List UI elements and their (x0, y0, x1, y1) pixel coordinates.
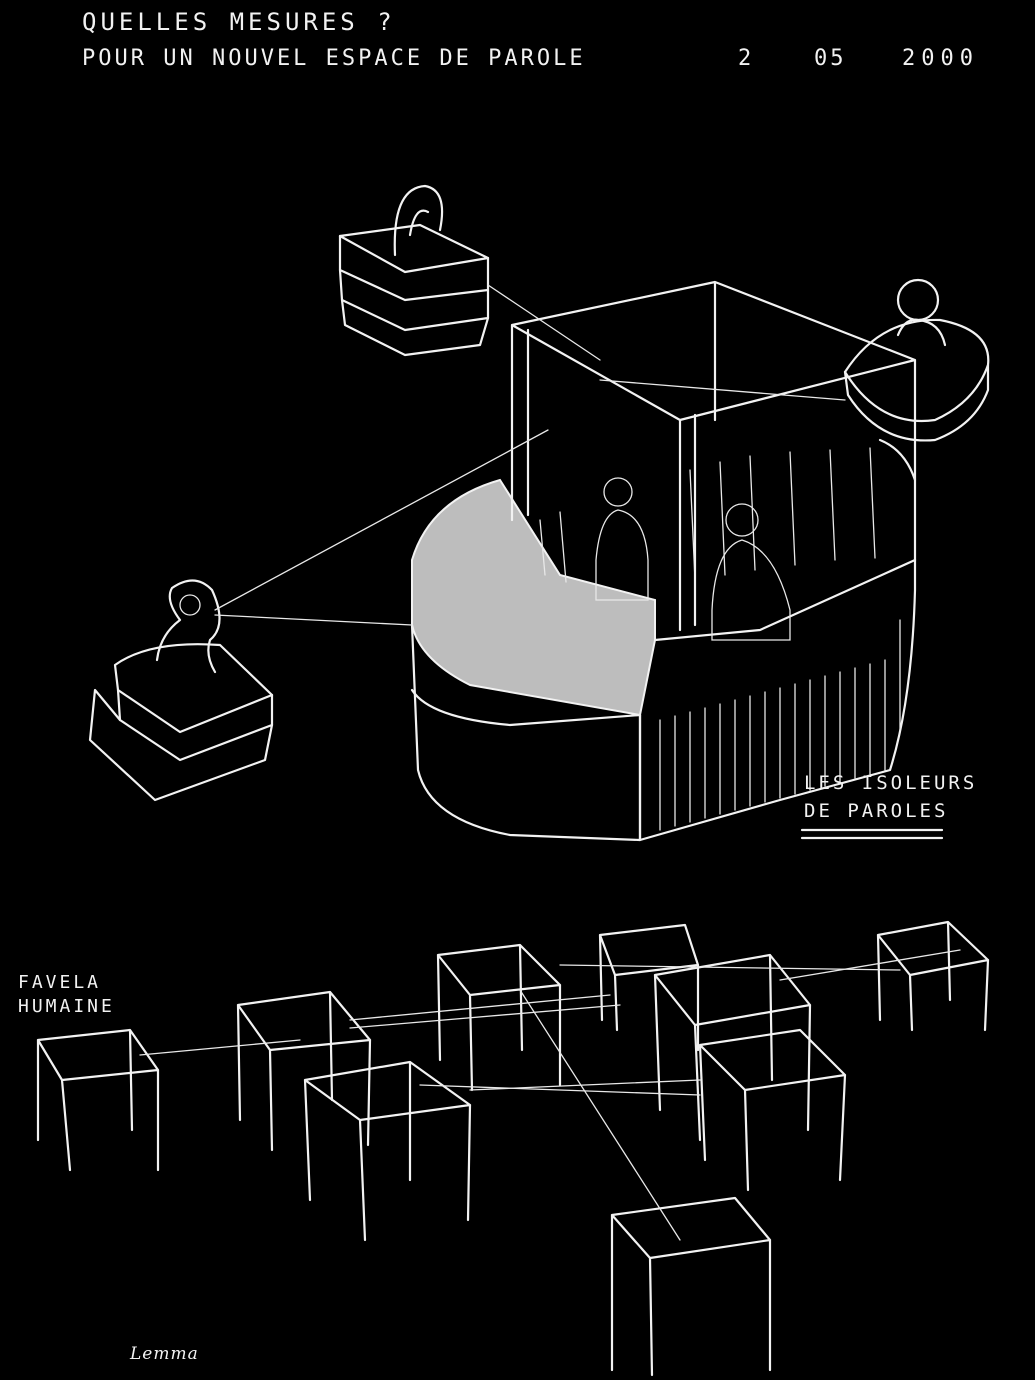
date-day: 2 (738, 46, 755, 71)
booth-base (410, 623, 642, 842)
isoleur-booth (410, 280, 917, 842)
isoleurs-label-line1: LES ISOLEURS (804, 772, 978, 794)
booth-occupants (595, 477, 791, 641)
sketch-subtitle: POUR UN NOUVEL ESPACE DE PAROLE (82, 46, 586, 71)
speaker-post-top (338, 184, 601, 361)
glass-cube (510, 280, 917, 632)
favela-label-line1: FAVELA (18, 972, 102, 993)
favela-links (139, 949, 961, 1241)
date-year: 2000 (902, 46, 979, 71)
date-month: 05 (814, 46, 847, 71)
isoleurs-label-line2: DE PAROLES (804, 800, 949, 822)
favela-cubes (36, 920, 990, 1377)
speaker-post-right (599, 278, 990, 442)
speaker-post-left (88, 429, 549, 802)
isoleurs-underline (800, 828, 944, 840)
artist-signature: Lemma (130, 1344, 199, 1364)
booth-grey-wall (411, 478, 656, 717)
sketch-title: QUELLES MESURES ? (82, 8, 396, 36)
favela-label-line2: HUMAINE (18, 996, 115, 1017)
booth-striped-wall (638, 438, 917, 842)
